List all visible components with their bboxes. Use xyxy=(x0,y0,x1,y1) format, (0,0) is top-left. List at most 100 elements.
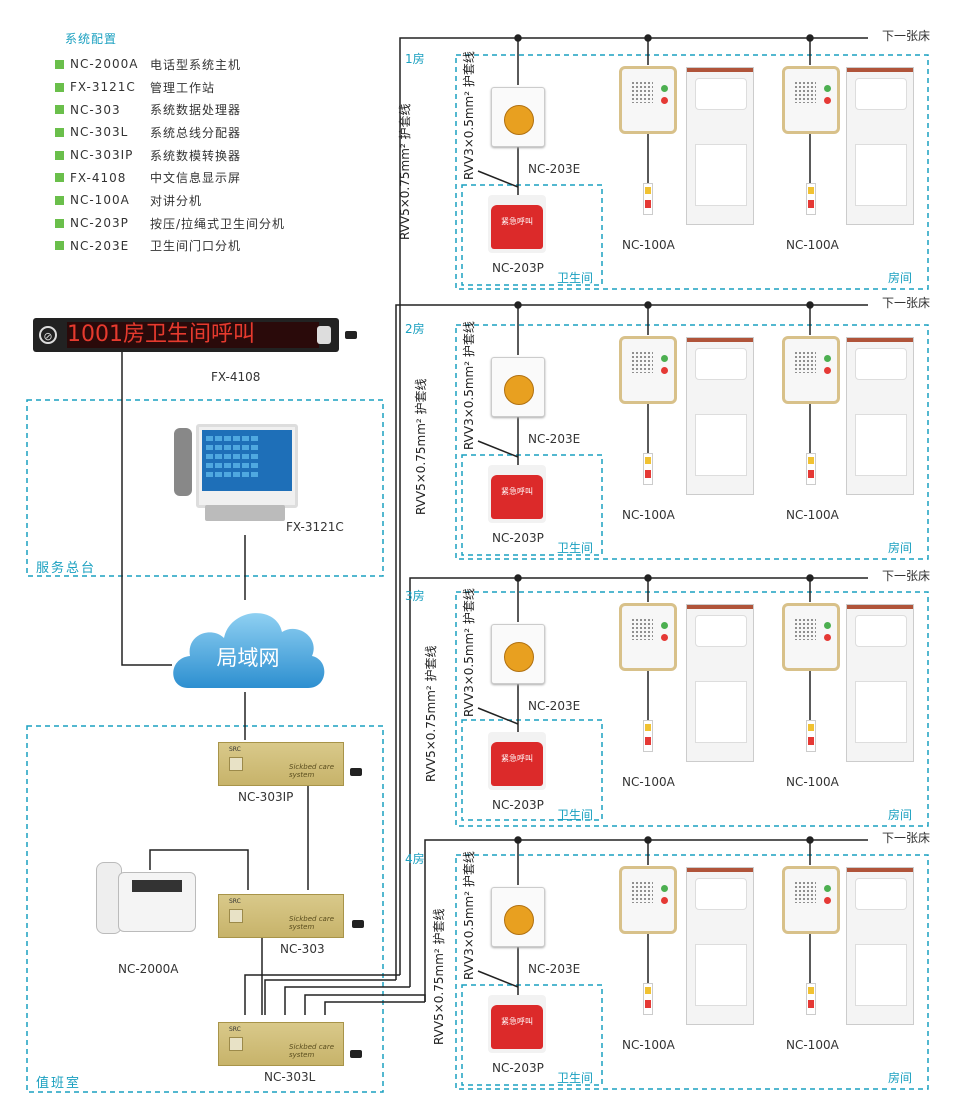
green-button-icon xyxy=(824,622,831,629)
green-button-icon xyxy=(661,85,668,92)
legend-model: NC-303IP xyxy=(70,148,134,163)
speaker-grille-icon xyxy=(794,81,816,103)
legend-model: NC-203E xyxy=(70,238,130,253)
bed-2 xyxy=(846,67,914,225)
bed-1 xyxy=(686,337,754,495)
nc203p-label: NC-203P xyxy=(492,531,544,545)
room-1-area xyxy=(455,54,929,290)
duty-room-area xyxy=(26,725,384,1093)
green-button-icon xyxy=(661,355,668,362)
bed-1 xyxy=(686,67,754,225)
nc203p-device: 紧急呼叫 xyxy=(488,732,546,790)
nc100a-device-1 xyxy=(619,866,677,934)
toilet-area-label: 卫生间 xyxy=(557,271,594,285)
nc100a-label-2: NC-100A xyxy=(786,238,839,252)
nc100a-label-2: NC-100A xyxy=(786,775,839,789)
nc100a-device-1 xyxy=(619,66,677,134)
legend-model: NC-303L xyxy=(70,125,129,140)
main-cable-label: RVV5×0.75mm² 护套线 xyxy=(414,378,428,515)
legend-desc: 中文信息显示屏 xyxy=(150,171,242,186)
branch-cable-label: RVV3×0.5mm² 护套线 xyxy=(462,588,476,717)
legend: 系统配置 NC-2000A 电话型系统主机 FX-3121C 管理工作站 NC-303 系… xyxy=(55,30,285,257)
speaker-grille-icon xyxy=(794,618,816,640)
legend-desc: 电话型系统主机 xyxy=(150,57,242,72)
red-button-icon xyxy=(661,367,668,374)
nc203e-label: NC-203E xyxy=(528,699,581,713)
toilet-area-label: 卫生间 xyxy=(557,808,594,822)
next-bed-label: 下一张床 xyxy=(882,296,931,310)
green-button-icon xyxy=(824,85,831,92)
room-label: 1房 xyxy=(405,52,425,66)
next-bed-label: 下一张床 xyxy=(882,29,931,43)
toilet-2-area xyxy=(461,454,603,556)
nc100a-label-1: NC-100A xyxy=(622,1038,675,1052)
room-area-label: 房间 xyxy=(888,271,913,285)
nc100a-device-2 xyxy=(782,603,840,671)
room-area-label: 房间 xyxy=(888,1071,913,1085)
workstation-monitor xyxy=(196,424,298,508)
green-button-icon xyxy=(661,622,668,629)
red-button-icon xyxy=(661,97,668,104)
cloud-icon xyxy=(173,613,325,688)
room-area-label: 房间 xyxy=(888,808,913,822)
nc203e-label: NC-203E xyxy=(528,432,581,446)
handheld-call-icon xyxy=(643,720,653,752)
main-cable-label: RVV5×0.75mm² 护套线 xyxy=(432,908,446,1045)
legend-item: NC-303IP 系统数模转换器 xyxy=(55,144,285,167)
bed-1 xyxy=(686,604,754,762)
speaker-grille-icon xyxy=(631,351,653,373)
fx4108-label: FX-4108 xyxy=(211,370,261,384)
nc203e-device xyxy=(491,357,545,417)
room-area-label: 房间 xyxy=(888,541,913,555)
emergency-call-text: 紧急呼叫 xyxy=(491,1005,543,1049)
legend-model: FX-3121C xyxy=(70,80,136,95)
speaker-grille-icon xyxy=(794,351,816,373)
legend-item: NC-2000A 电话型系统主机 xyxy=(55,53,285,76)
legend-square-icon xyxy=(55,218,64,228)
legend-square-icon xyxy=(55,173,64,183)
legend-model: NC-2000A xyxy=(70,57,139,72)
toilet-area-label: 卫生间 xyxy=(557,1071,594,1085)
legend-desc: 对讲分机 xyxy=(150,193,203,208)
duty-room-label: 值班室 xyxy=(36,1076,82,1091)
nc100a-label-1: NC-100A xyxy=(622,238,675,252)
nc100a-device-2 xyxy=(782,866,840,934)
nc203e-label: NC-203E xyxy=(528,162,581,176)
service-desk-area xyxy=(26,399,384,577)
call-button-icon xyxy=(504,642,534,672)
legend-item: FX-3121C 管理工作站 xyxy=(55,76,285,99)
red-button-icon xyxy=(661,634,668,641)
bed-2 xyxy=(846,337,914,495)
no-symbol-icon: ⊘ xyxy=(39,326,57,344)
red-button-icon xyxy=(824,367,831,374)
legend-model: NC-303 xyxy=(70,102,121,117)
handheld-call-icon xyxy=(806,720,816,752)
nc100a-device-2 xyxy=(782,66,840,134)
nc100a-label-1: NC-100A xyxy=(622,508,675,522)
legend-desc: 系统数模转换器 xyxy=(150,148,242,163)
plug-icon xyxy=(345,331,357,339)
nc303-label: NC-303 xyxy=(280,942,325,956)
fx3121c-label: FX-3121C xyxy=(286,520,344,534)
nc203e-label: NC-203E xyxy=(528,962,581,976)
legend-square-icon xyxy=(55,241,64,251)
plug-icon xyxy=(350,1050,362,1058)
legend-desc: 按压/拉绳式卫生间分机 xyxy=(150,216,286,231)
main-cable-label: RVV5×0.75mm² 护套线 xyxy=(424,645,438,782)
nc203p-label: NC-203P xyxy=(492,1061,544,1075)
legend-desc: 管理工作站 xyxy=(150,80,216,95)
plug-icon xyxy=(350,768,362,776)
next-bed-label: 下一张床 xyxy=(882,569,931,583)
legend-title: 系统配置 xyxy=(65,32,118,46)
handheld-call-icon xyxy=(806,183,816,215)
room-label: 2房 xyxy=(405,322,425,336)
legend-square-icon xyxy=(55,150,64,160)
nc203p-device: 紧急呼叫 xyxy=(488,465,546,523)
legend-square-icon xyxy=(55,105,64,115)
